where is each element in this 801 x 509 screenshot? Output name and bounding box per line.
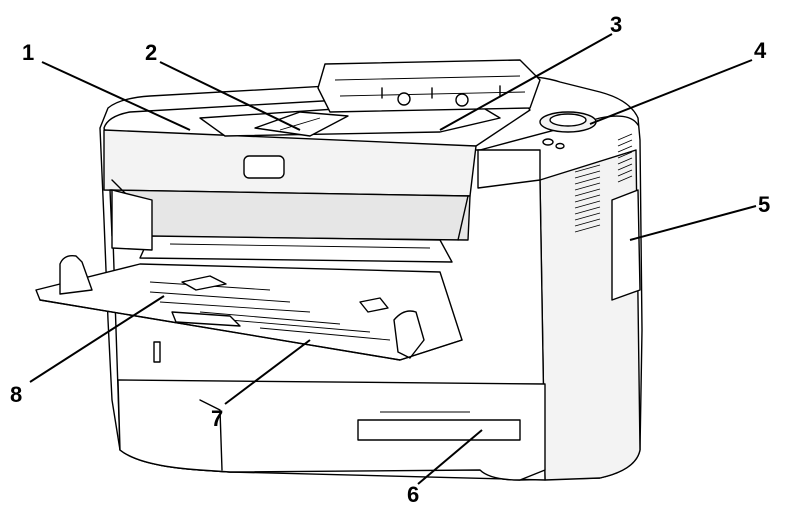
paper-level-indicator: [153, 341, 161, 363]
rear-output-section: [317, 59, 541, 113]
leader-line-2: [159, 61, 301, 131]
callout-8: 8: [10, 382, 22, 407]
front-opening: [109, 179, 471, 263]
callout-5: 5: [758, 192, 770, 217]
callout-numbers: 1 2 3 4 5 6 7 8: [10, 12, 770, 507]
leader-line-8: [29, 295, 165, 383]
right-side-vents: [574, 133, 633, 233]
leader-line-6: [417, 429, 483, 485]
left-paper-guide: [59, 254, 93, 295]
callout-3: 3: [610, 12, 622, 37]
callout-6: 6: [407, 482, 419, 507]
callout-7: 7: [211, 406, 223, 431]
leader-line-1: [41, 61, 191, 131]
control-panel: [477, 111, 597, 189]
leader-line-7: [224, 339, 311, 405]
callout-2: 2: [145, 40, 157, 65]
cassette-handle: [357, 419, 521, 441]
callout-4: 4: [754, 38, 767, 63]
side-panel-cover: [611, 189, 641, 301]
leader-lines: [29, 33, 757, 485]
leader-line-4: [589, 59, 753, 125]
multi-purpose-tray: [35, 254, 463, 361]
front-cover-latch: [243, 155, 285, 179]
leader-line-3: [439, 33, 613, 131]
right-paper-guide: [393, 310, 425, 359]
paper-cassette: [117, 341, 546, 481]
leader-line-5: [629, 205, 757, 241]
callout-1: 1: [22, 40, 34, 65]
top-cover: [103, 95, 531, 197]
